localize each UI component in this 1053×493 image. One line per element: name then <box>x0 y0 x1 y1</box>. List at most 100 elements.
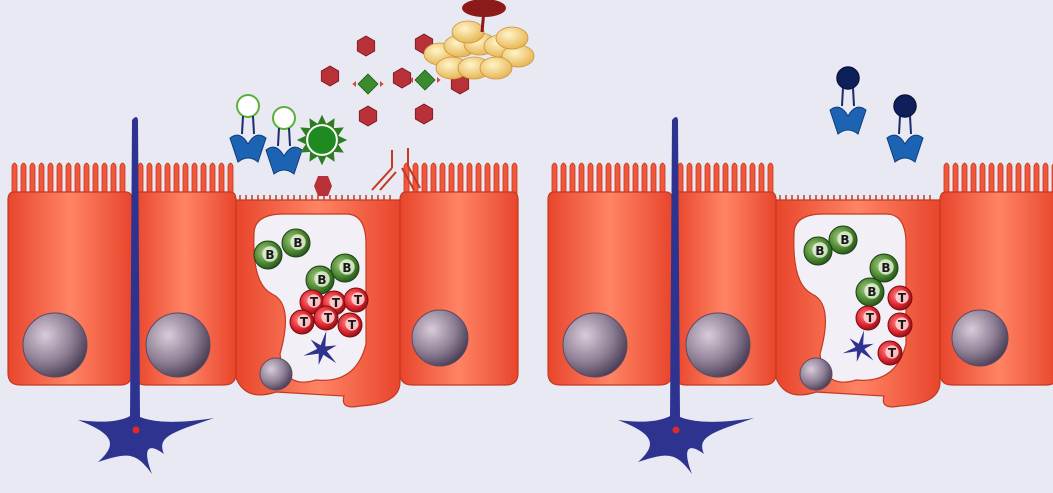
antibody-icon <box>266 107 302 174</box>
epithelial-cell <box>940 163 1053 385</box>
b-cell: B <box>870 254 898 282</box>
antibody-stem <box>842 88 854 106</box>
b-cell-label: B <box>881 261 890 275</box>
epithelial-cell <box>134 163 236 385</box>
neuron-soma <box>618 414 754 474</box>
t-cell: T <box>856 306 880 330</box>
hexagon-antigen <box>393 68 410 88</box>
neuron-nucleus <box>673 427 680 434</box>
antigen-icon <box>837 67 859 89</box>
antibody-base <box>830 107 866 134</box>
t-cell: T <box>888 286 912 310</box>
microvilli <box>12 163 125 194</box>
bacteria-cell <box>452 21 484 43</box>
t-cell-label: T <box>310 295 319 309</box>
t-cell-label: T <box>888 346 897 360</box>
antigen-icon <box>352 69 383 99</box>
bacteria-cell <box>480 57 512 79</box>
nucleus <box>563 313 627 377</box>
epithelial-cell <box>548 163 672 385</box>
short-microvilli <box>240 195 390 200</box>
b-cell: B <box>254 241 282 269</box>
epithelial-cell <box>674 163 776 385</box>
b-cell: B <box>282 229 310 257</box>
microvilli <box>678 163 773 194</box>
neuron-soma <box>78 414 214 474</box>
panel-right: BBBBTTTT <box>548 117 1053 474</box>
b-cell: B <box>331 254 359 282</box>
b-cell-label: B <box>317 273 326 287</box>
diamond-spike <box>352 81 356 87</box>
t-cell: T <box>878 341 902 365</box>
nucleus <box>146 313 210 377</box>
m-cell <box>776 195 940 407</box>
t-cell: T <box>314 306 338 330</box>
antibody-icon <box>230 95 266 162</box>
antibody-base <box>230 135 266 162</box>
t-cell-label: T <box>354 293 363 307</box>
t-cell-label: T <box>300 315 309 329</box>
antigen-icon <box>273 107 295 129</box>
diamond-core <box>358 74 378 94</box>
antibody-stem <box>278 128 290 146</box>
t-cell: T <box>888 313 912 337</box>
b-cell: B <box>829 226 857 254</box>
panel-left: BBBBTTTTTT <box>8 117 518 474</box>
antigen-icon <box>237 95 259 117</box>
neuron-axon <box>670 117 680 418</box>
b-cell: B <box>856 278 884 306</box>
diamond-core <box>415 70 435 90</box>
diamond-spike <box>380 81 384 87</box>
b-cell: B <box>804 237 832 265</box>
t-cell: T <box>290 310 314 334</box>
nucleus <box>412 310 468 366</box>
antigen-icon <box>894 95 916 117</box>
t-cell-label: T <box>348 318 357 332</box>
hexagon-antigen <box>321 66 338 86</box>
nucleus <box>260 358 292 390</box>
t-cell-label: T <box>324 311 333 325</box>
neuron-axon <box>130 117 140 418</box>
microvilli <box>552 163 665 194</box>
antibody-icon <box>830 67 866 134</box>
antibody-stem <box>242 116 254 134</box>
antibody-base <box>887 135 923 162</box>
nucleus <box>686 313 750 377</box>
hexagon-antigen <box>357 36 374 56</box>
epithelial-cell <box>400 163 518 385</box>
antigen-icon <box>297 115 347 165</box>
nucleus <box>952 310 1008 366</box>
antibody-base <box>266 147 302 174</box>
short-microvilli <box>780 195 930 200</box>
neuron-nucleus <box>133 427 140 434</box>
b-cell-label: B <box>342 261 351 275</box>
t-cell: T <box>338 313 362 337</box>
bacteria-icon <box>424 0 534 79</box>
b-cell-label: B <box>867 285 876 299</box>
antibody-stem <box>899 116 911 134</box>
bacteria-cap <box>462 0 506 17</box>
bacteria-cell <box>496 27 528 49</box>
nucleus <box>23 313 87 377</box>
hexagon-antigen <box>415 104 432 124</box>
microvilli <box>944 163 1053 194</box>
t-cell-label: T <box>898 318 907 332</box>
antibody-icon <box>887 95 923 162</box>
hexagon-antigen <box>359 106 376 126</box>
extracellular-elements <box>230 0 923 196</box>
nucleus <box>800 358 832 390</box>
microvilli <box>138 163 233 194</box>
hexagon-antigen <box>314 176 332 196</box>
microvilli <box>404 163 517 194</box>
t-cell-label: T <box>898 291 907 305</box>
t-cell-label: T <box>866 311 875 325</box>
sun-core <box>307 125 337 155</box>
t-cell: T <box>344 288 368 312</box>
diamond-spike <box>437 77 441 83</box>
b-cell-label: B <box>265 248 274 262</box>
epithelial-cell <box>8 163 132 385</box>
b-cell-label: B <box>815 244 824 258</box>
b-cell-label: B <box>840 233 849 247</box>
